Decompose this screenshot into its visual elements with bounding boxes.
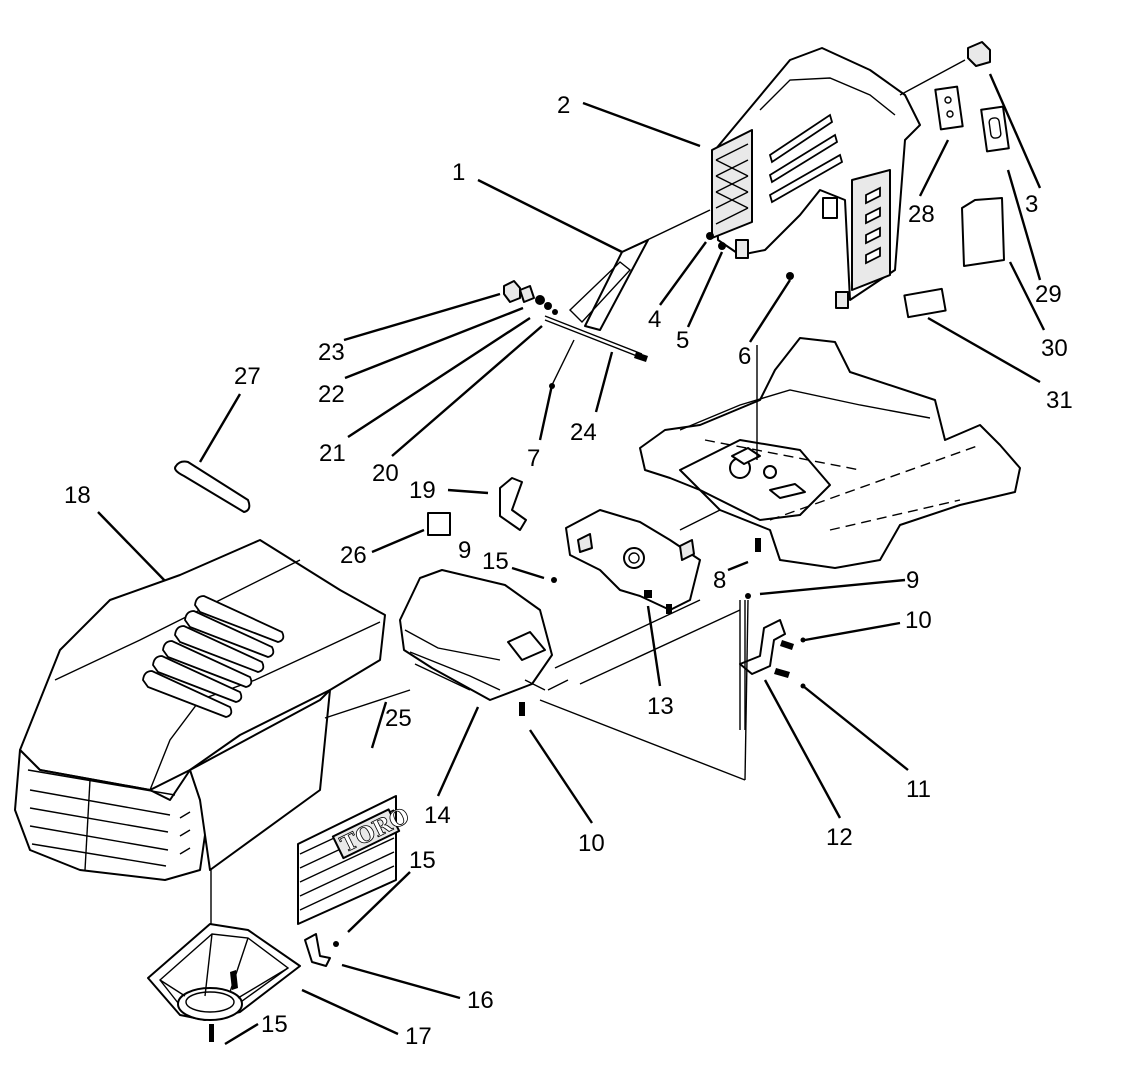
decal-part-26 <box>427 512 451 536</box>
callout-10a: 10 <box>905 607 932 634</box>
callout-18: 18 <box>64 482 91 509</box>
callout-9a: 9 <box>458 537 471 564</box>
callout-14: 14 <box>424 802 451 829</box>
callout-5: 5 <box>676 327 689 354</box>
callout-6: 6 <box>738 343 751 370</box>
bracket-part-19 <box>499 477 527 531</box>
callout-22: 22 <box>318 381 345 408</box>
decal-strip-part-27 <box>174 460 251 513</box>
callout-3: 3 <box>1025 191 1038 218</box>
callout-2: 2 <box>557 92 570 119</box>
callout-28: 28 <box>908 201 935 228</box>
callout-15a: 15 <box>482 548 509 575</box>
clip-part-16 <box>304 933 339 967</box>
floor-pan <box>639 337 1021 569</box>
callout-30: 30 <box>1041 335 1068 362</box>
callout-10b: 10 <box>578 830 605 857</box>
callout-21: 21 <box>319 440 346 467</box>
callout-1: 1 <box>452 159 465 186</box>
callout-26: 26 <box>340 542 367 569</box>
callout-20: 20 <box>372 460 399 487</box>
callout-31: 31 <box>1046 387 1073 414</box>
decals <box>903 85 1010 319</box>
hardware-20-23 <box>503 280 558 315</box>
callout-15b: 15 <box>409 847 436 874</box>
callout-8: 8 <box>713 567 726 594</box>
callout-labels: 1 2 3 4 5 6 7 8 9 9 10 10 11 12 13 14 15… <box>64 92 1073 1050</box>
callout-23: 23 <box>318 339 345 366</box>
control-lever-part-1 <box>544 239 649 389</box>
callout-11: 11 <box>906 776 931 803</box>
grille-decal-part-25: TORO <box>297 795 414 925</box>
callout-16: 16 <box>467 987 494 1014</box>
support-panel-part-13 <box>565 509 721 614</box>
dash-console-part-2 <box>706 47 966 309</box>
callout-17: 17 <box>405 1023 432 1050</box>
bracket-part-12 <box>739 593 806 730</box>
hood-part-18 <box>14 539 411 1020</box>
callout-27: 27 <box>234 363 261 390</box>
callout-4: 4 <box>648 306 661 333</box>
callout-29: 29 <box>1035 281 1062 308</box>
callout-7: 7 <box>527 445 540 472</box>
callout-15c: 15 <box>261 1011 288 1038</box>
callout-19: 19 <box>409 477 436 504</box>
leader-lines <box>97 73 1046 1046</box>
callout-12: 12 <box>826 824 853 851</box>
assembly-lines <box>539 209 749 781</box>
knob-part-3 <box>967 41 991 67</box>
callout-13: 13 <box>647 693 674 720</box>
callout-9b: 9 <box>906 567 919 594</box>
callout-24: 24 <box>570 419 597 446</box>
callout-25: 25 <box>385 705 412 732</box>
intake-scoop-part-17 <box>147 923 301 1042</box>
front-body-part-14 <box>399 569 741 716</box>
